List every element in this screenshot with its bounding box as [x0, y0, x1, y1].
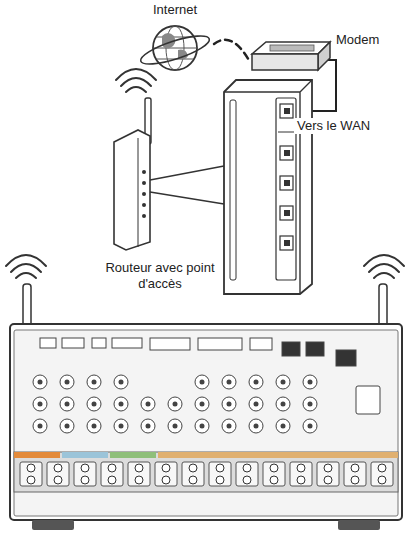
internet-node: Internet [128, 2, 222, 74]
edge-label: Vers le WAN [295, 118, 372, 134]
globe-icon [138, 26, 212, 70]
router-node: Routeur avec point d'accès [90, 72, 315, 304]
speaker-terminals [20, 462, 393, 486]
modem-node: Modem [248, 30, 388, 80]
access-point [114, 69, 224, 250]
modem-icon [252, 42, 330, 70]
node-label: Modem [336, 32, 388, 48]
node-label: Internet [128, 2, 222, 18]
wan-port [280, 104, 293, 118]
jack-rows [33, 375, 317, 433]
connector [214, 40, 250, 62]
node-label: Routeur avec point d'accès [90, 260, 230, 292]
router-box [224, 80, 312, 294]
